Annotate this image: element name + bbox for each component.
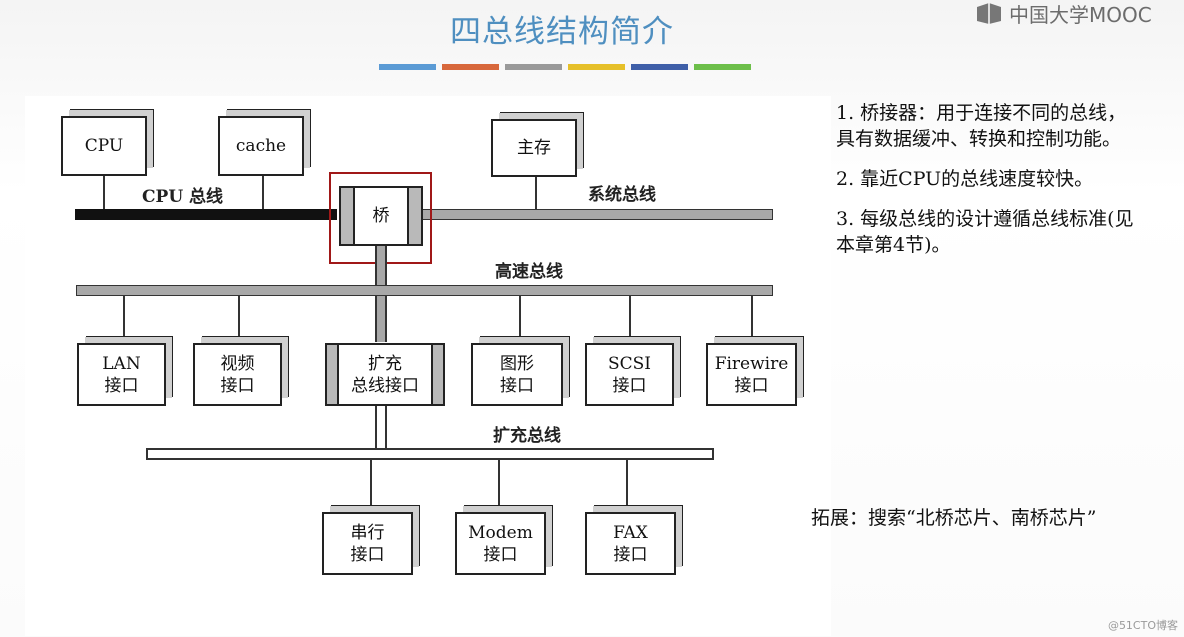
- connector-line: [370, 460, 372, 508]
- accent-bars: [379, 64, 751, 70]
- bridge-trunk: [375, 246, 387, 288]
- connector-line: [103, 176, 105, 209]
- extension-note: 拓展：搜索“北桥芯片、南桥芯片”: [811, 507, 1097, 529]
- connector-line: [519, 296, 521, 341]
- system-bus: [421, 209, 773, 220]
- scsi-interface-box: SCSI 接口: [585, 343, 674, 406]
- cache-box: cache: [218, 116, 304, 176]
- accent-bar: [631, 64, 688, 70]
- connector-line: [123, 296, 125, 341]
- connector-line: [751, 296, 753, 341]
- cpu-bus: [75, 209, 337, 220]
- note-item: 2. 靠近CPU的总线速度较快。: [836, 168, 1094, 190]
- book-logo-icon: [977, 3, 1001, 24]
- watermark: @51CTO博客: [1107, 619, 1178, 632]
- accent-bar: [442, 64, 499, 70]
- modem-interface-box: Modem 接口: [455, 512, 546, 575]
- expansion-bus-label: 扩充总线: [493, 426, 561, 446]
- expansion-trunk-lower: [375, 406, 387, 448]
- mooc-logo: 中国大学MOOC: [975, 0, 1152, 27]
- expansion-bus-interface-box: 扩充 总线接口: [325, 343, 445, 406]
- notes-panel: 1. 桥接器：用于连接不同的总线，具有数据缓冲、转换和控制功能。 2. 靠近CP…: [836, 100, 1136, 272]
- cpu-bus-label: CPU 总线: [142, 187, 224, 207]
- high-speed-bus-label: 高速总线: [495, 262, 563, 282]
- connector-line: [626, 460, 628, 508]
- high-speed-bus: [76, 285, 773, 296]
- note-item: 1. 桥接器：用于连接不同的总线，具有数据缓冲、转换和控制功能。: [836, 102, 1127, 150]
- expansion-interface-left-rail: [325, 343, 339, 406]
- connector-line: [262, 176, 264, 209]
- connector-line: [498, 460, 500, 508]
- connector-line: [535, 177, 537, 209]
- firewire-interface-box: Firewire 接口: [706, 343, 797, 406]
- accent-bar: [568, 64, 625, 70]
- expansion-interface-right-rail: [431, 343, 445, 406]
- accent-bar: [379, 64, 436, 70]
- graphics-interface-box: 图形 接口: [471, 343, 563, 406]
- logo-text: 中国大学MOOC: [1009, 2, 1152, 27]
- main-memory-box: 主存: [491, 119, 577, 177]
- note-item: 3. 每级总线的设计遵循总线标准(见本章第4节)。: [836, 208, 1134, 256]
- fax-interface-box: FAX 接口: [585, 512, 676, 575]
- expansion-trunk: [375, 296, 387, 342]
- bus-diagram: CPU cache 主存 CPU 总线 系统总线 桥 高速总线 LAN 接口 视…: [25, 96, 831, 636]
- page-title: 四总线结构简介: [450, 14, 674, 50]
- accent-bar: [694, 64, 751, 70]
- connector-line: [238, 296, 240, 341]
- lan-interface-box: LAN 接口: [77, 343, 166, 406]
- expansion-bus: [146, 448, 714, 460]
- bridge-left-rail: [339, 186, 355, 246]
- connector-line: [629, 296, 631, 341]
- bridge-right-rail: [407, 186, 423, 246]
- system-bus-label: 系统总线: [588, 185, 656, 205]
- cpu-box: CPU: [61, 116, 147, 176]
- accent-bar: [505, 64, 562, 70]
- serial-interface-box: 串行 接口: [322, 512, 413, 575]
- video-interface-box: 视频 接口: [193, 343, 282, 406]
